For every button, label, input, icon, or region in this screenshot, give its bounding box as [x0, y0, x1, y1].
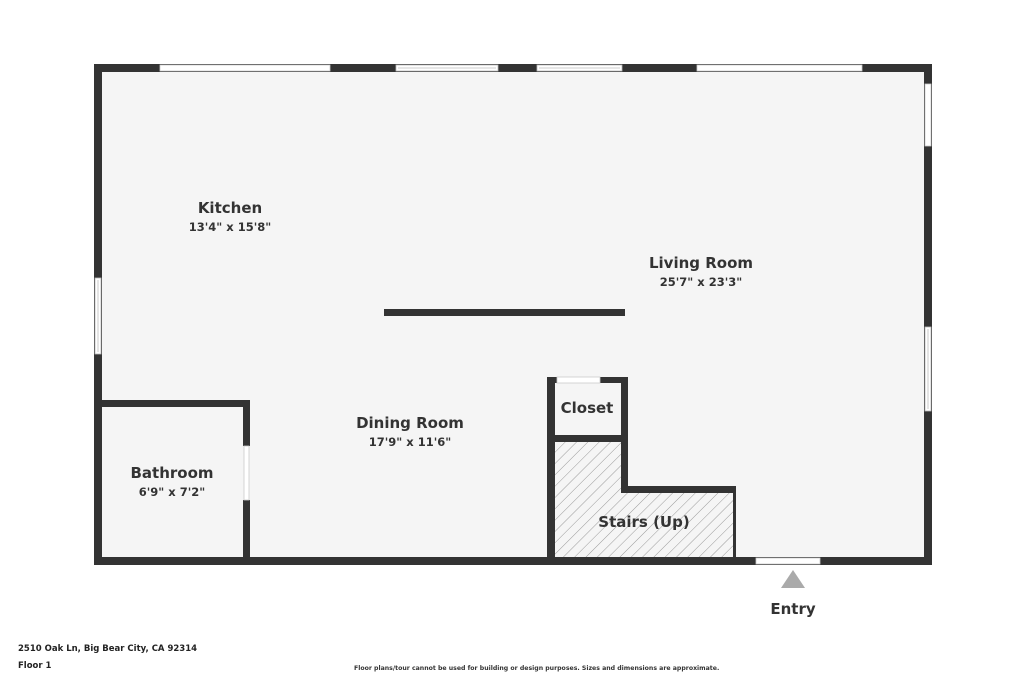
- closet-door: [556, 376, 601, 384]
- room-dims-bathroom: 6'9" x 7'2": [139, 485, 205, 499]
- windows: [94, 64, 932, 565]
- room-dims-kitchen: 13'4" x 15'8": [189, 220, 271, 234]
- address-text: 2510 Oak Ln, Big Bear City, CA 92314: [18, 644, 198, 654]
- room-name-bathroom: Bathroom: [130, 464, 213, 482]
- room-dims-dining-room: 17'9" x 11'6": [369, 435, 451, 449]
- stairs-area: [552, 440, 733, 559]
- room-name-living-room: Living Room: [649, 254, 753, 272]
- entry-label: Entry: [770, 600, 815, 618]
- disclaimer-text: Floor plans/tour cannot be used for buil…: [354, 665, 720, 672]
- floor-label: Floor 1: [18, 661, 52, 671]
- kitchen-counter: [384, 309, 625, 316]
- entry-door: [755, 557, 821, 565]
- room-name-kitchen: Kitchen: [198, 199, 262, 217]
- room-dims-living-room: 25'7" x 23'3": [660, 275, 742, 289]
- room-name-closet: Closet: [561, 399, 614, 417]
- bathroom-door: [243, 445, 250, 501]
- interior-walls: [98, 309, 736, 562]
- room-name-dining-room: Dining Room: [356, 414, 464, 432]
- entry-arrow-icon: [781, 570, 805, 588]
- room-name-stairs: Stairs (Up): [598, 513, 689, 531]
